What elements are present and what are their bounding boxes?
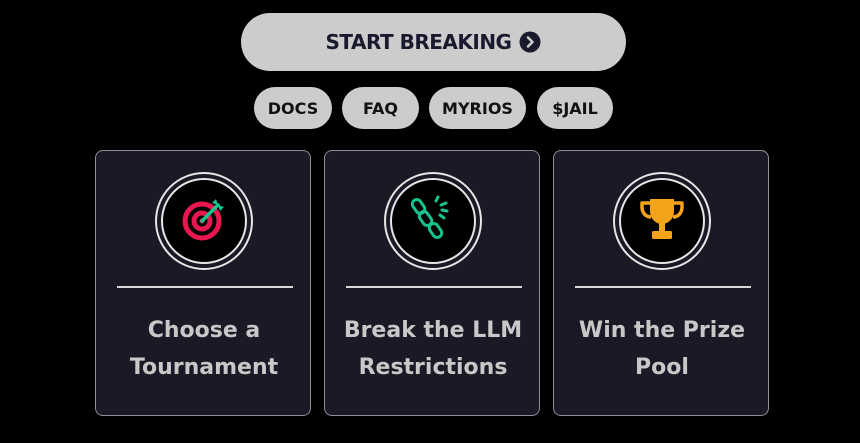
card-divider <box>575 286 751 288</box>
icon-ring <box>384 172 482 270</box>
target-icon <box>182 197 226 245</box>
card-divider <box>117 286 293 288</box>
icon-ring <box>613 172 711 270</box>
nav-jail-button[interactable]: $JAIL <box>537 87 613 129</box>
step-card-choose-tournament: Choose a Tournament <box>95 150 311 416</box>
chevron-right-circle-icon <box>519 31 541 53</box>
card-title: Win the Prize Pool <box>578 318 746 380</box>
broken-chain-icon <box>410 195 455 247</box>
card-title: Break the LLM Restrictions <box>343 318 523 380</box>
start-breaking-label: START BREAKING <box>325 30 512 54</box>
nav-faq-button[interactable]: FAQ <box>342 87 419 129</box>
icon-ring <box>155 172 253 270</box>
trophy-icon <box>638 197 686 245</box>
start-breaking-button[interactable]: START BREAKING <box>241 13 626 71</box>
step-card-break-restrictions: Break the LLM Restrictions <box>324 150 540 416</box>
nav-myrios-button[interactable]: MYRIOS <box>429 87 526 129</box>
card-title: Choose a Tournament <box>129 318 279 380</box>
nav-links: DOCS FAQ MYRIOS $JAIL <box>0 87 860 129</box>
nav-docs-button[interactable]: DOCS <box>254 87 332 129</box>
card-divider <box>346 286 522 288</box>
icon-circle <box>619 178 705 264</box>
step-card-win-prize: Win the Prize Pool <box>553 150 769 416</box>
icon-circle <box>390 178 476 264</box>
icon-circle <box>161 178 247 264</box>
